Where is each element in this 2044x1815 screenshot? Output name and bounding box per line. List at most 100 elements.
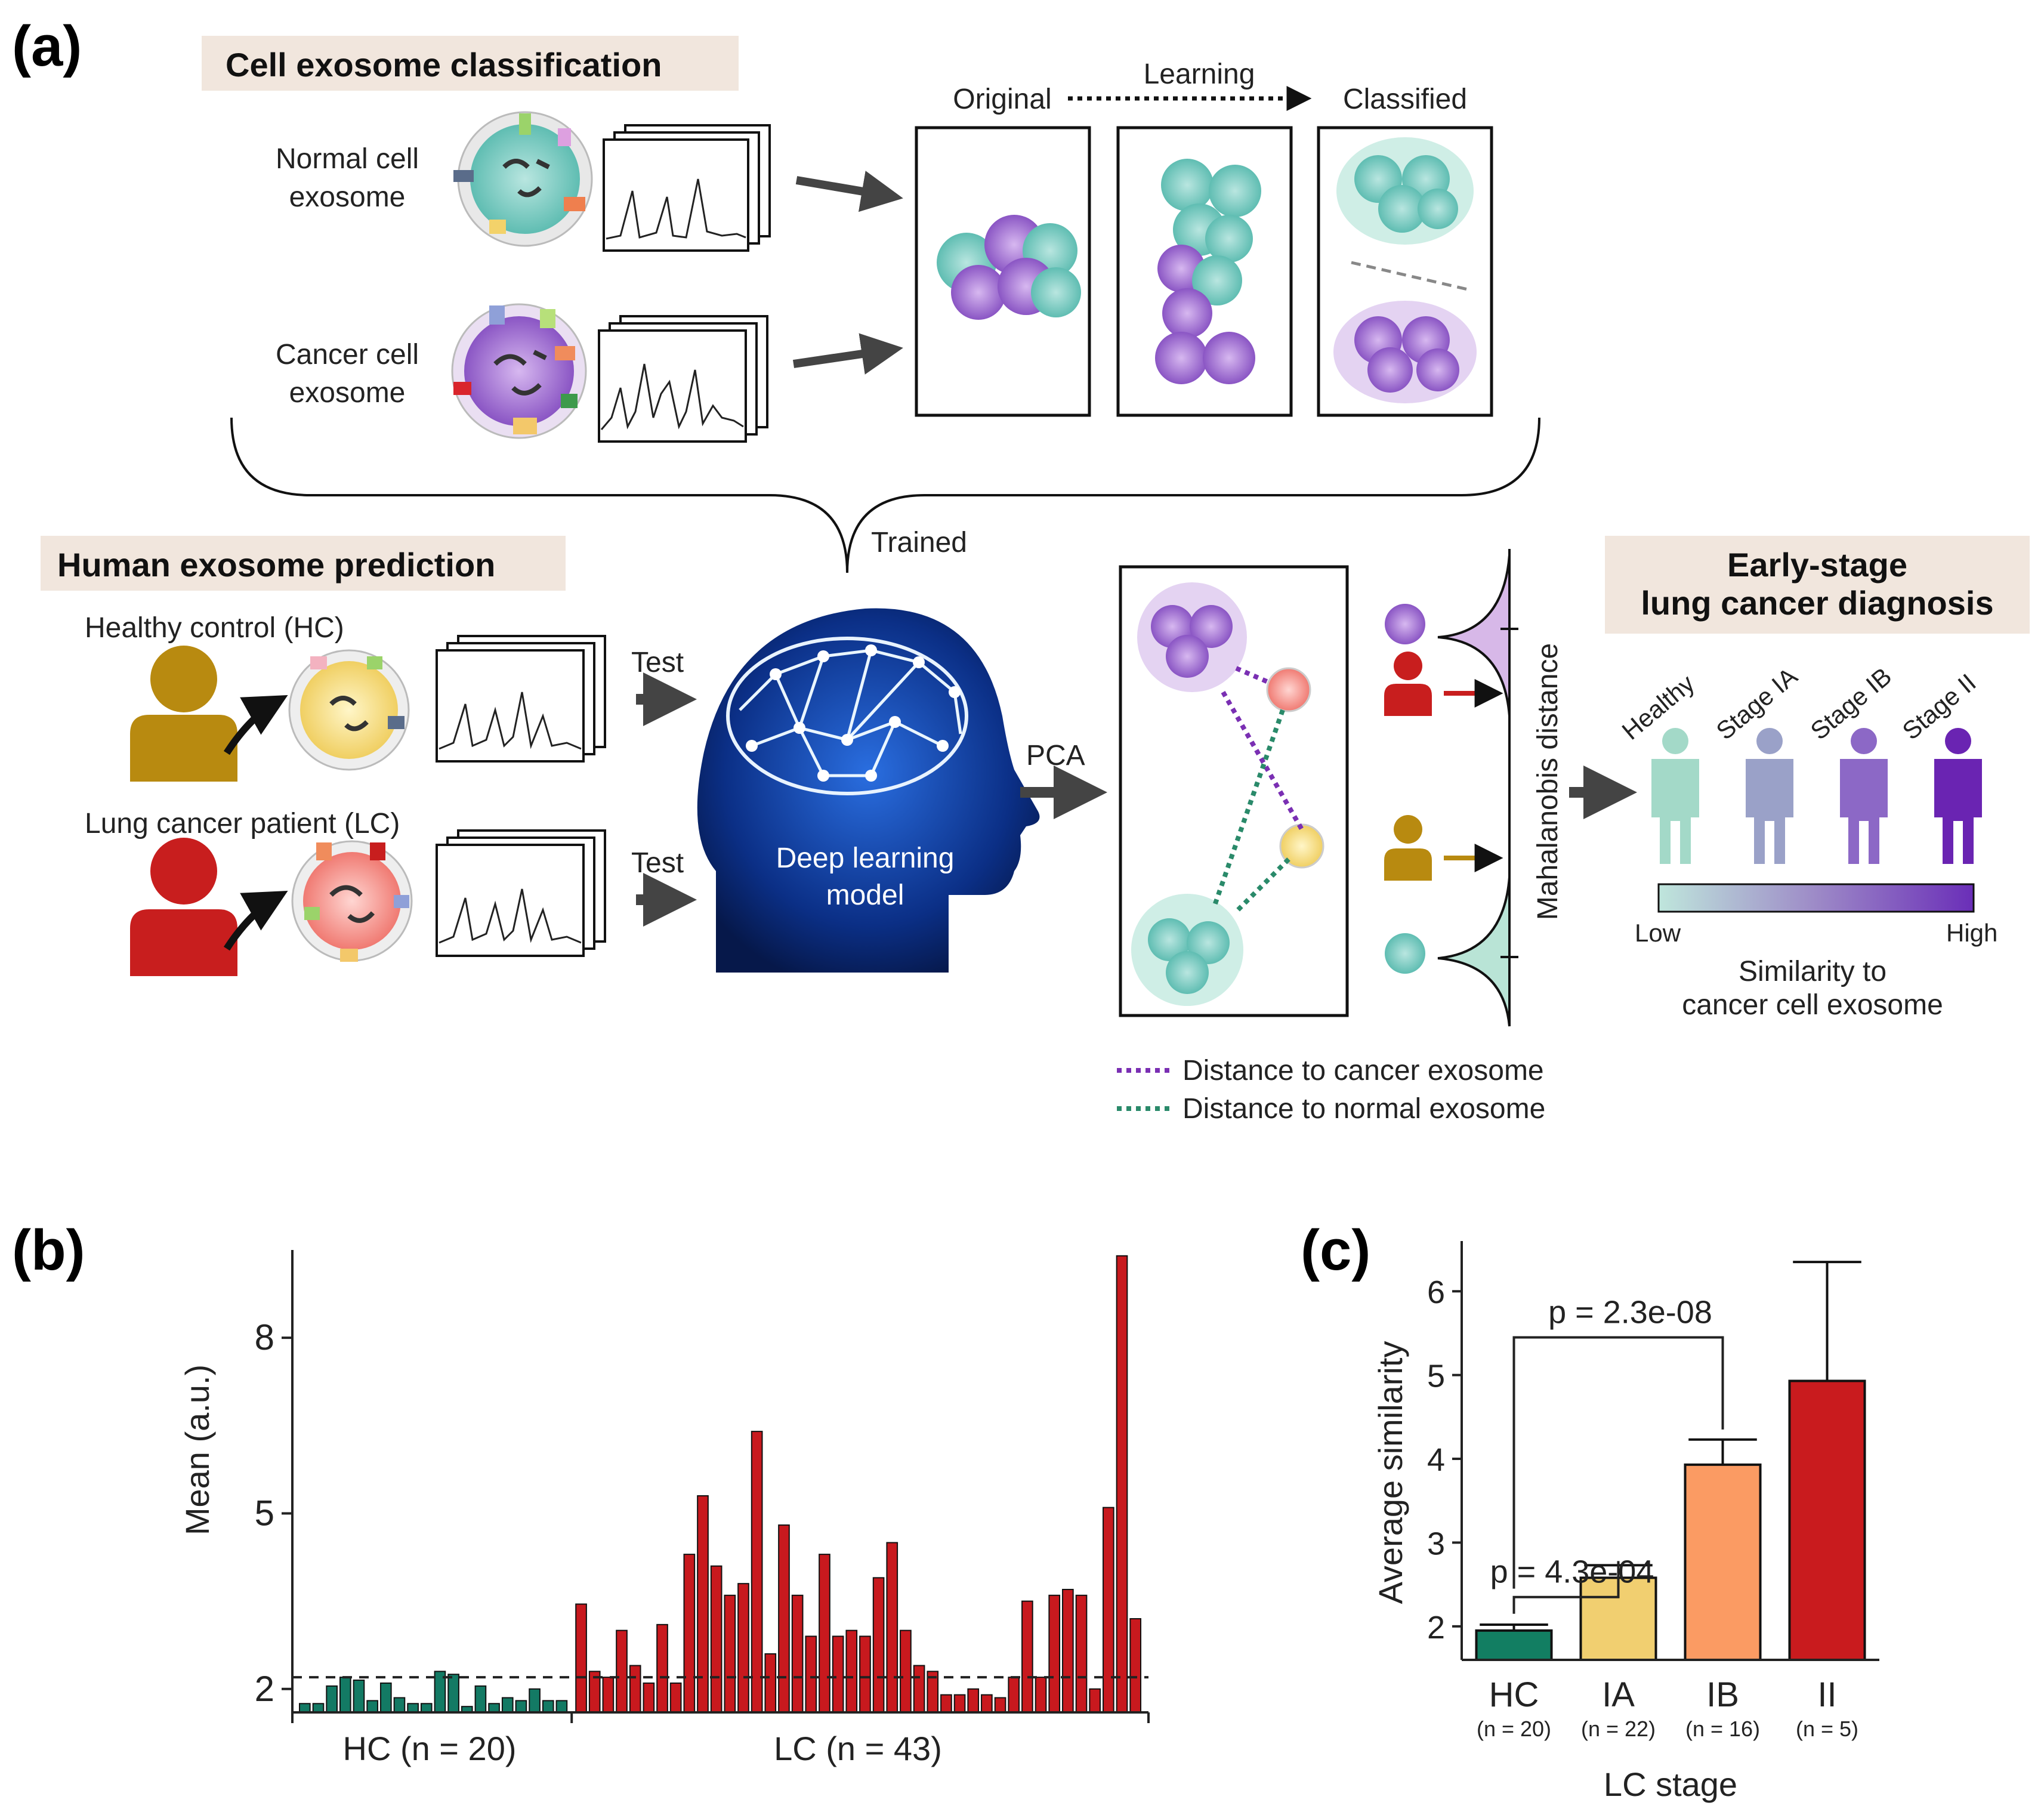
bar — [629, 1665, 641, 1714]
header-bg — [202, 36, 739, 91]
bar — [616, 1629, 628, 1713]
original-cluster — [937, 215, 1081, 320]
bar — [751, 1431, 763, 1714]
p-value-2: p = 2.3e-08 — [1548, 1294, 1712, 1330]
bar — [1089, 1688, 1101, 1714]
significance-bracket — [1512, 1336, 1724, 1589]
n-label: (n = 22) — [1581, 1717, 1656, 1741]
lc-exosome-icon — [291, 840, 413, 962]
p-value-1: p = 4.3e-04 — [1490, 1554, 1654, 1590]
original-label: Original — [953, 84, 1051, 115]
bar — [643, 1682, 655, 1714]
legend-normal: Distance to normal exosome — [1182, 1093, 1545, 1125]
panel-c-ylabel: Average similarity — [1372, 1341, 1409, 1604]
normal-cell-label-2: exosome — [289, 181, 406, 213]
bar — [1021, 1600, 1033, 1714]
similarity-label-2: cancer cell exosome — [1682, 989, 1943, 1021]
healthy-person-icon — [1651, 728, 1699, 864]
bar — [981, 1694, 993, 1713]
classified-label: Classified — [1343, 84, 1467, 115]
cancer-exosome-small-icon — [1385, 604, 1425, 644]
x-tick-label: II — [1817, 1675, 1836, 1714]
human-prediction-header: Human exosome prediction — [41, 536, 566, 591]
bar — [420, 1703, 433, 1714]
panel-b-chart: 258 — [255, 1250, 1150, 1723]
bar — [669, 1682, 682, 1714]
bar — [1684, 1463, 1762, 1661]
model-label-1: Deep learning — [776, 842, 955, 874]
hc-exosome-icon — [288, 649, 410, 771]
bar — [1008, 1677, 1020, 1713]
bar — [555, 1700, 568, 1713]
bar — [819, 1554, 830, 1713]
pca-cancer-cluster — [1137, 582, 1247, 692]
bar — [697, 1495, 709, 1714]
gradient-low-label: Low — [1635, 919, 1681, 947]
bar — [913, 1665, 925, 1714]
bar — [366, 1700, 378, 1713]
cell-classification-title: Cell exosome classification — [226, 46, 662, 84]
n-label: (n = 16) — [1685, 1717, 1760, 1741]
gradient-high-label: High — [1946, 919, 1997, 947]
bar — [326, 1685, 338, 1714]
y-tick-label: 2 — [1427, 1610, 1445, 1646]
stage-label-ia: Stage IA — [1711, 662, 1803, 745]
bar — [515, 1700, 527, 1713]
y-tick-label: 6 — [1427, 1274, 1445, 1310]
legend-cancer: Distance to cancer exosome — [1182, 1055, 1544, 1086]
cancer-exosome-icon — [451, 303, 587, 439]
bar — [778, 1524, 790, 1713]
y-tick-label: 3 — [1427, 1526, 1445, 1561]
bar — [710, 1565, 722, 1713]
cancer-spectrum-stack — [598, 315, 768, 443]
similarity-gradient-bar — [1657, 883, 1975, 913]
panel-b-label: (b) — [12, 1218, 85, 1282]
bar — [1129, 1618, 1142, 1714]
bar — [312, 1703, 325, 1714]
lc-person-icon — [130, 838, 237, 976]
bar — [1116, 1255, 1128, 1713]
cancer-distance-lines — [1221, 666, 1304, 831]
classification-boundary — [1351, 261, 1468, 291]
hc-arrow-icon — [223, 694, 288, 755]
bar — [379, 1682, 392, 1714]
trained-brace — [230, 417, 1540, 573]
cell-classification-header: Cell exosome classification — [202, 36, 739, 91]
bar — [737, 1583, 749, 1714]
bar — [1048, 1594, 1061, 1713]
bar — [845, 1629, 858, 1713]
x-tick-label: HC — [1489, 1675, 1539, 1714]
bar — [393, 1697, 406, 1713]
deep-learning-head-icon — [697, 608, 1040, 973]
learning-label: Learning — [1144, 58, 1255, 90]
stage-ia-person-icon — [1746, 728, 1793, 864]
bar — [353, 1680, 365, 1713]
cancer-to-original-arrow — [792, 333, 903, 375]
bar — [683, 1554, 696, 1713]
bar — [299, 1703, 311, 1714]
bar — [967, 1688, 980, 1714]
cancer-cell-label-2: exosome — [289, 377, 406, 409]
pca-label: PCA — [1026, 740, 1085, 771]
pca-normal-cluster — [1131, 894, 1243, 1006]
panel-b-ylabel: Mean (a.u.) — [178, 1365, 216, 1535]
bar — [994, 1697, 1006, 1713]
diagnosis-title-2: lung cancer diagnosis — [1641, 584, 1993, 622]
test-label-hc: Test — [631, 647, 684, 678]
lc-group-label: LC (n = 43) — [774, 1730, 942, 1767]
bar — [602, 1677, 615, 1713]
bar — [407, 1703, 419, 1714]
cancer-cell-label-1: Cancer cell — [276, 339, 419, 371]
bar — [1788, 1379, 1866, 1662]
normal-exosome-icon — [453, 111, 593, 247]
bar — [886, 1542, 899, 1714]
y-tick-label: 8 — [255, 1317, 274, 1357]
header-bg — [41, 536, 566, 591]
bar — [805, 1635, 817, 1713]
normal-distance-lines — [1212, 709, 1290, 915]
similarity-label-1: Similarity to — [1739, 956, 1886, 987]
bar — [724, 1594, 736, 1713]
panel-c-chart: HC(n = 20)IA(n = 22)IB(n = 16)II(n = 5)2… — [1427, 1241, 1879, 1741]
y-tick-label: 4 — [1427, 1442, 1445, 1478]
x-tick-label: IB — [1706, 1675, 1739, 1714]
